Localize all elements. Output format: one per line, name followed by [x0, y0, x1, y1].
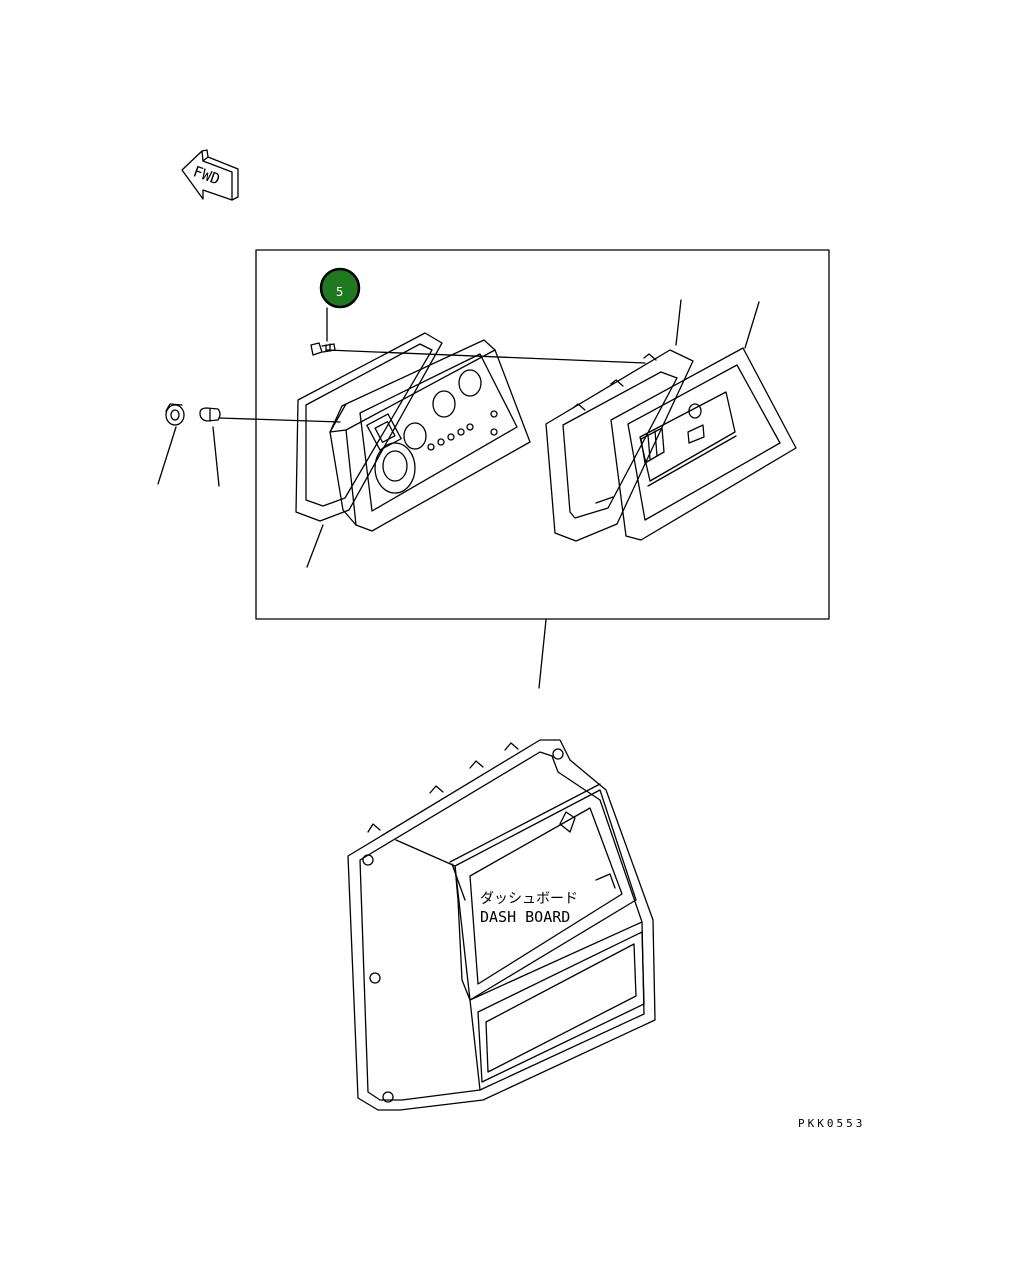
fwd-arrow-icon: [181, 149, 239, 201]
nut-part: [165, 403, 185, 426]
bolt-part: [310, 342, 336, 356]
dash-board-part: [347, 739, 656, 1111]
bulb-part: [199, 407, 221, 422]
front-cover-part: [610, 347, 797, 541]
callout-5-number: 5: [336, 285, 343, 299]
leader-lines: [157, 299, 760, 689]
gasket-part: [295, 332, 443, 522]
dash-board-label-en: DASH BOARD: [480, 908, 570, 926]
dash-board-label-jp: ダッシュボード: [480, 891, 578, 907]
callout-5[interactable]: 5: [319, 267, 361, 309]
detail-frame: [255, 249, 830, 620]
instrument-panel-part: [329, 339, 531, 532]
switch-frame-part: [545, 349, 694, 542]
drawing-code: PKK0553: [798, 1117, 865, 1130]
